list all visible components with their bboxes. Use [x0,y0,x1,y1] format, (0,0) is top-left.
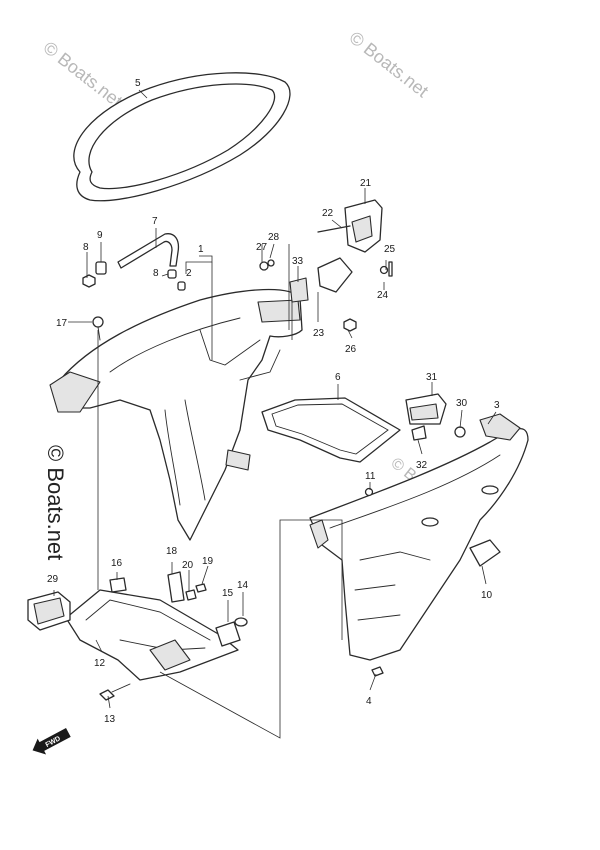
callout-31: 31 [426,372,438,383]
part-3-side-cover-starboard [309,413,529,661]
part-12-lower-bracket [65,589,239,681]
part-4-screw [371,666,384,677]
callout-5: 5 [135,78,141,89]
watermark-top-left: © Boats.net [40,37,127,111]
part-6-seal [261,397,401,463]
latch-assembly [259,199,393,332]
callout-7: 7 [152,216,158,227]
callout-19: 19 [202,556,214,567]
callout-32: 32 [416,460,428,471]
callout-25: 25 [384,244,396,255]
part-8-clamps [82,269,186,291]
callout-17: 17 [56,318,68,329]
watermark-left-side: © Boats.net [43,445,68,560]
callout-30: 30 [456,398,468,409]
fasteners-lower [109,571,248,647]
leader-lines [53,89,497,739]
callout-2: 2 [186,268,192,279]
part-7-hose [117,233,180,269]
forward-arrow-icon: FWD [32,728,71,755]
callout-22: 22 [322,208,334,219]
callout-9: 9 [97,230,103,241]
callout-28: 28 [268,232,280,243]
callout-labels: 1 2 3 4 5 6 7 8 8 9 10 11 12 13 14 15 16… [47,78,500,725]
callout-12: 12 [94,658,106,669]
callout-10: 10 [481,590,493,601]
callout-3: 3 [494,400,500,411]
watermark-top-right: © Boats.net [346,27,433,101]
callout-29: 29 [47,574,59,585]
callout-16: 16 [111,558,123,569]
callout-6: 6 [335,372,341,383]
callout-18: 18 [166,546,178,557]
part-1-side-cover-port [49,288,303,541]
callout-11: 11 [365,471,376,482]
latch-rear-assembly [405,393,466,441]
part-10-cap [469,539,501,567]
callout-14: 14 [237,580,249,591]
fwd-label: FWD [44,735,61,749]
callout-1: 1 [198,244,204,255]
part-11-screw [364,487,374,497]
part-9-hose-clip [95,261,107,275]
callout-27: 27 [256,242,268,253]
part-5-seal-ring [73,72,291,202]
callout-26: 26 [345,344,357,355]
part-13-bolt [99,683,131,701]
part-29-pad [27,591,71,631]
callout-23: 23 [313,328,325,339]
callout-8-upper: 8 [83,242,89,253]
part-17-bolt [92,316,104,341]
callout-24: 24 [377,290,389,301]
callout-4: 4 [366,696,372,707]
callout-13: 13 [104,714,116,725]
callout-8-lower: 8 [153,268,159,279]
callout-33: 33 [292,256,304,267]
callout-20: 20 [182,560,194,571]
callout-21: 21 [360,178,372,189]
callout-15: 15 [222,588,234,599]
